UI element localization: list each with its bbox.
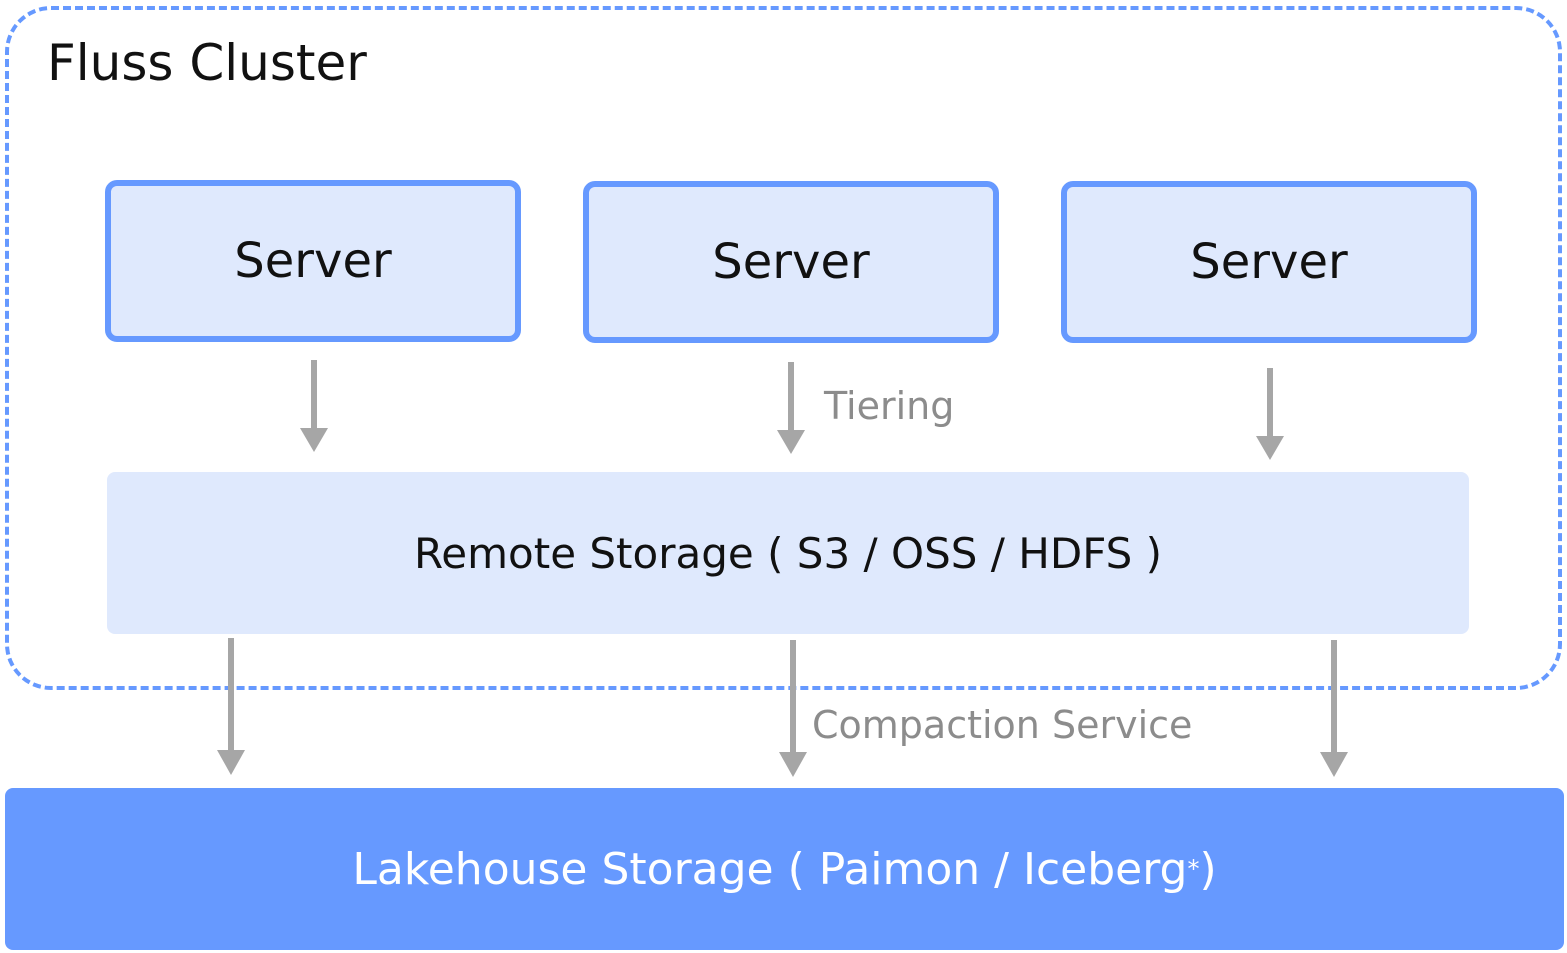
server-label: Server	[712, 234, 870, 290]
tiering-arrow-2	[777, 362, 805, 454]
lakehouse-storage-label: Lakehouse Storage ( Paimon / Iceberg	[352, 843, 1188, 895]
compaction-arrow-1	[217, 638, 245, 775]
server-label: Server	[234, 233, 392, 289]
server-node-2: Server	[583, 181, 999, 343]
compaction-service-label: Compaction Service	[812, 703, 1193, 747]
footnote-marker: *	[1187, 855, 1200, 883]
compaction-arrow-2	[779, 640, 807, 777]
server-node-1: Server	[105, 180, 521, 342]
lakehouse-storage-box: Lakehouse Storage ( Paimon / Iceberg*)	[5, 788, 1564, 950]
tiering-arrow-1	[300, 360, 328, 452]
remote-storage-label: Remote Storage ( S3 / OSS / HDFS )	[413, 528, 1163, 578]
compaction-arrow-3	[1320, 640, 1348, 777]
tiering-arrow-3	[1256, 368, 1284, 460]
cluster-title: Fluss Cluster	[47, 34, 367, 92]
server-node-3: Server	[1061, 181, 1477, 343]
fluss-cluster-boundary	[5, 6, 1562, 690]
tiering-label: Tiering	[824, 384, 955, 428]
lakehouse-closing-paren: )	[1199, 843, 1217, 895]
server-label: Server	[1190, 234, 1348, 290]
remote-storage-box: Remote Storage ( S3 / OSS / HDFS )	[107, 472, 1469, 634]
